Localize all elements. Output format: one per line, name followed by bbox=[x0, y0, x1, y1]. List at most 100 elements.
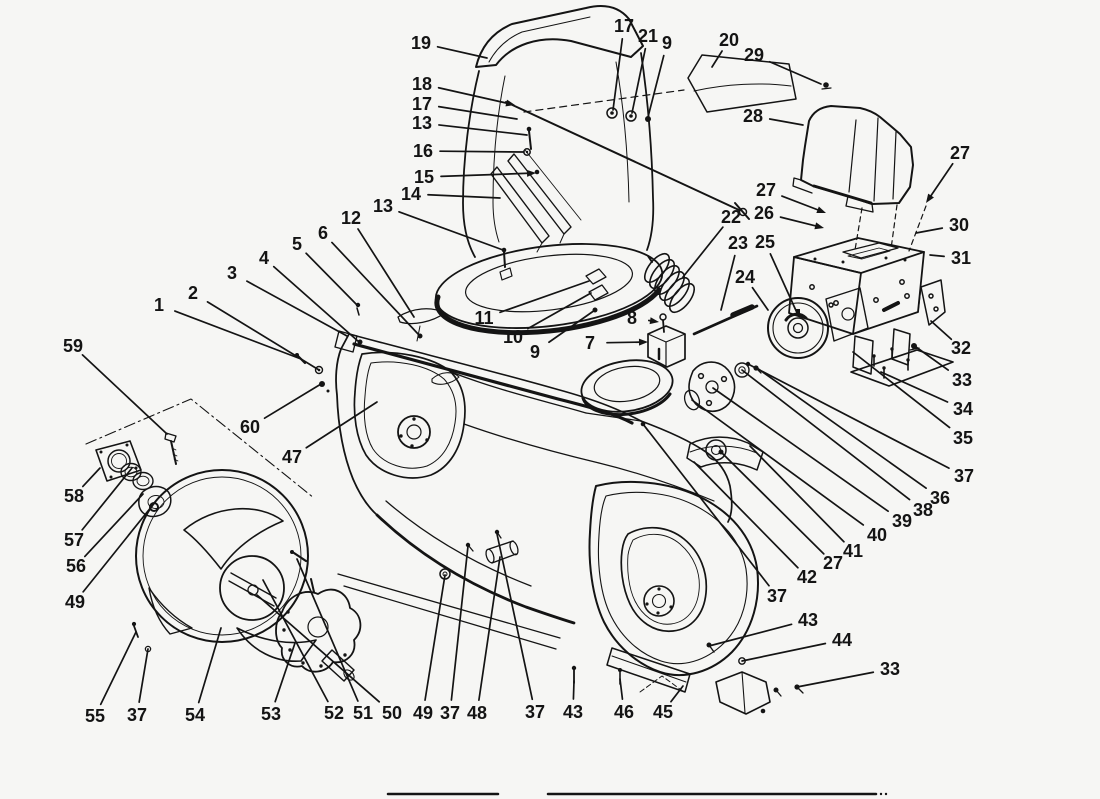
callout-number: 27 bbox=[950, 143, 970, 163]
leader-line bbox=[138, 648, 149, 704]
callout-number: 42 bbox=[797, 567, 817, 587]
leader-line bbox=[756, 367, 927, 490]
leader-line bbox=[852, 351, 951, 429]
callout-13-3: 13 bbox=[412, 113, 528, 136]
callout-number: 54 bbox=[185, 705, 205, 725]
callout-number: 33 bbox=[880, 659, 900, 679]
callout-52-62: 52 bbox=[262, 579, 344, 723]
callout-number: 38 bbox=[913, 500, 933, 520]
leader-line bbox=[693, 461, 799, 569]
callout-number: 28 bbox=[743, 106, 763, 126]
leader-line bbox=[612, 38, 624, 111]
leader-arrowhead bbox=[505, 99, 515, 107]
callout-56-56: 56 bbox=[66, 493, 144, 576]
callout-number: 35 bbox=[953, 428, 973, 448]
leader-line bbox=[711, 50, 723, 68]
leader-line bbox=[768, 60, 822, 85]
leader-arrowhead bbox=[816, 206, 826, 214]
leader-line bbox=[305, 401, 378, 449]
alignment-dashes bbox=[854, 204, 927, 252]
leader-arrowhead bbox=[814, 222, 824, 230]
leader-line bbox=[424, 574, 446, 702]
callout-number: 52 bbox=[324, 703, 344, 723]
leader-line bbox=[398, 211, 504, 251]
callout-number: 47 bbox=[282, 447, 302, 467]
callout-number: 49 bbox=[413, 703, 433, 723]
chute-spring bbox=[643, 252, 696, 314]
leader-line bbox=[670, 685, 684, 703]
callout-number: 24 bbox=[735, 267, 755, 287]
leader-line bbox=[929, 162, 954, 198]
leader-line bbox=[99, 631, 137, 706]
callout-17-16: 17 bbox=[612, 16, 634, 111]
callout-49-65: 49 bbox=[413, 574, 446, 723]
callout-number: 11 bbox=[474, 308, 493, 328]
leader-line bbox=[929, 254, 945, 258]
callout-32-25: 32 bbox=[930, 320, 971, 358]
callout-number: 56 bbox=[66, 556, 86, 576]
callout-51-63: 51 bbox=[296, 558, 373, 723]
callout-number: 53 bbox=[261, 704, 281, 724]
leader-line bbox=[197, 627, 222, 704]
callout-45-71: 45 bbox=[653, 685, 684, 722]
callout-50-64: 50 bbox=[256, 594, 402, 723]
leader-line bbox=[712, 387, 889, 513]
callout-number: 43 bbox=[563, 702, 583, 722]
fan-hub-disc bbox=[219, 555, 285, 621]
callout-number: 12 bbox=[341, 208, 361, 228]
callout-number: 39 bbox=[892, 511, 912, 531]
callout-44-52: 44 bbox=[741, 630, 852, 662]
callout-number: 49 bbox=[65, 592, 85, 612]
callout-number: 5 bbox=[292, 234, 302, 254]
callout-37-42: 37 bbox=[747, 363, 974, 486]
left-panel-hub bbox=[397, 415, 431, 449]
leader-line bbox=[647, 54, 665, 118]
callout-number: 14 bbox=[401, 184, 421, 204]
callout-31-24: 31 bbox=[929, 248, 971, 268]
leader-line bbox=[915, 227, 944, 234]
callout-number: 57 bbox=[64, 530, 84, 550]
leader-line bbox=[478, 556, 501, 701]
callout-34-40: 34 bbox=[880, 371, 973, 419]
callout-number: 2 bbox=[188, 283, 198, 303]
leader-line bbox=[82, 505, 153, 593]
leader-arrowhead bbox=[649, 317, 659, 325]
callout-26-28: 26 bbox=[754, 203, 824, 230]
callout-number: 18 bbox=[412, 74, 432, 94]
chute-hardware bbox=[585, 107, 651, 313]
callout-number: 33 bbox=[952, 370, 972, 390]
callout-38-44: 38 bbox=[741, 369, 933, 520]
gearbox bbox=[275, 578, 362, 682]
callout-27-27: 27 bbox=[756, 180, 826, 214]
callout-number: 27 bbox=[823, 553, 843, 573]
callout-number: 30 bbox=[949, 215, 969, 235]
leader-line bbox=[440, 172, 529, 178]
callout-17-2: 17 bbox=[412, 94, 518, 120]
leader-line bbox=[246, 280, 348, 337]
leader-line bbox=[708, 623, 793, 647]
leader-line bbox=[427, 193, 501, 199]
callout-number: 40 bbox=[867, 525, 887, 545]
callout-number: 43 bbox=[798, 610, 818, 630]
leader-line bbox=[606, 341, 641, 344]
callout-number: 21 bbox=[638, 26, 658, 46]
leader-line bbox=[631, 47, 647, 114]
callout-3-12: 3 bbox=[227, 263, 348, 337]
callout-11-33: 11 bbox=[474, 280, 590, 328]
callout-number: 25 bbox=[755, 232, 775, 252]
callout-20-19: 20 bbox=[711, 30, 739, 68]
callout-number: 44 bbox=[832, 630, 852, 650]
callout-37-68: 37 bbox=[496, 533, 545, 722]
callout-8-36: 8 bbox=[627, 308, 659, 328]
callout-37-59: 37 bbox=[127, 648, 149, 725]
callout-29-20: 29 bbox=[744, 45, 822, 85]
leader-line bbox=[274, 642, 296, 703]
pivot-bracket bbox=[647, 313, 686, 368]
callout-10-34: 10 bbox=[503, 292, 592, 347]
callout-49-57: 49 bbox=[65, 505, 153, 612]
leader-line bbox=[84, 493, 144, 558]
chute-crank-rod bbox=[505, 101, 750, 220]
engine-cover bbox=[792, 82, 914, 213]
